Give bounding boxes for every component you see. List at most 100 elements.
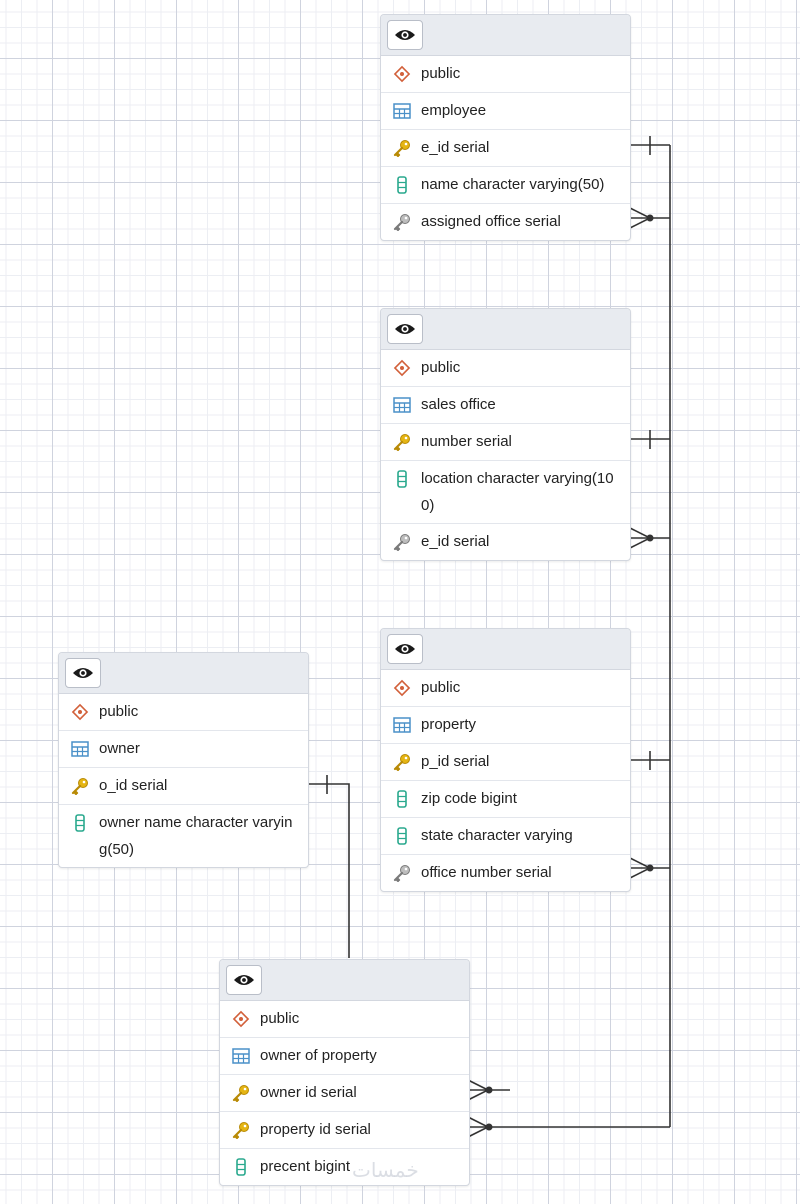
column-name: precent bigint [260,1158,351,1175]
table-icon [69,740,91,758]
eye-icon[interactable] [387,634,423,664]
column-row[interactable]: o_id serial [59,768,308,805]
schema-label: public [421,65,461,82]
crowfoot-dot [646,214,654,222]
primary-key-icon [230,1121,252,1139]
eye-icon[interactable] [387,314,423,344]
node-header [381,15,630,56]
column-name: number serial [421,433,512,450]
column-row[interactable]: state character varying [381,818,630,855]
primary-key-icon [391,139,413,157]
foreign-key-icon [391,533,413,551]
table-node-employee[interactable]: public employee e_id serial name charact… [380,14,631,241]
foreign-key-icon [391,864,413,882]
schema-label: public [421,679,461,696]
schema-row: public [381,350,630,387]
column-row[interactable]: owner name character varying(50) [59,805,308,867]
column-row[interactable]: location character varying(100) [381,461,630,524]
column-name: p_id serial [421,753,490,770]
primary-key-icon [391,433,413,451]
column-icon [391,470,413,488]
column-name: location character varying(100) [421,470,614,514]
schema-row: public [220,1001,469,1038]
crowfoot-dot [485,1123,493,1131]
table-name: owner [99,740,140,757]
table-name-row: employee [381,93,630,130]
table-name: sales office [421,396,496,413]
crowfoot-dot [646,534,654,542]
table-icon [391,396,413,414]
column-row[interactable]: e_id serial [381,524,630,560]
column-row[interactable]: owner id serial [220,1075,469,1112]
node-header [381,629,630,670]
eye-icon[interactable] [65,658,101,688]
table-node-sales-office[interactable]: public sales office number serial locati… [380,308,631,561]
table-name-row: sales office [381,387,630,424]
column-row[interactable]: assigned office serial [381,204,630,240]
column-row[interactable]: precent bigint [220,1149,469,1185]
link-owner-oid [308,783,350,958]
table-node-owner[interactable]: public owner o_id serial owner name char… [58,652,309,868]
crowfoot-dot [646,864,654,872]
column-row[interactable]: zip code bigint [381,781,630,818]
table-node-owner-of-property[interactable]: public owner of property owner id serial… [219,959,470,1186]
node-header [59,653,308,694]
column-name: assigned office serial [421,213,561,230]
column-name: owner name character varying(50) [99,814,293,858]
watermark-text: خمسات [352,1158,419,1182]
column-name: office number serial [421,864,552,881]
column-row[interactable]: name character varying(50) [381,167,630,204]
table-name-row: property [381,707,630,744]
table-name: property [421,716,477,733]
eye-icon[interactable] [226,965,262,995]
column-row[interactable]: e_id serial [381,130,630,167]
eye-icon[interactable] [387,20,423,50]
column-icon [391,176,413,194]
schema-label: public [421,359,461,376]
schema-diamond-icon [391,679,413,697]
table-node-property[interactable]: public property p_id serial zip code big… [380,628,631,892]
column-name: o_id serial [99,777,168,794]
primary-key-icon [230,1084,252,1102]
column-row[interactable]: p_id serial [381,744,630,781]
primary-key-icon [391,753,413,771]
schema-diamond-icon [230,1010,252,1028]
column-name: state character varying [421,827,573,844]
node-header [220,960,469,1001]
schema-diamond-icon [391,65,413,83]
foreign-key-icon [391,213,413,231]
schema-row: public [59,694,308,731]
node-header [381,309,630,350]
column-row[interactable]: number serial [381,424,630,461]
column-name: name character varying(50) [421,176,605,193]
table-icon [391,716,413,734]
column-name: e_id serial [421,533,490,550]
column-name: property id serial [260,1121,371,1138]
crowfoot [467,1079,490,1101]
table-icon [391,102,413,120]
table-name-row: owner [59,731,308,768]
column-icon [230,1158,252,1176]
crowfoot [467,1116,490,1138]
column-name: e_id serial [421,139,490,156]
crowfoot-dot [485,1086,493,1094]
primary-key-icon [69,777,91,795]
column-icon [391,827,413,845]
column-row[interactable]: office number serial [381,855,630,891]
column-name: owner id serial [260,1084,357,1101]
column-name: zip code bigint [421,790,517,807]
table-name-row: owner of property [220,1038,469,1075]
crowfoot [629,527,652,549]
schema-diamond-icon [391,359,413,377]
column-row[interactable]: property id serial [220,1112,469,1149]
schema-label: public [260,1010,300,1027]
table-icon [230,1047,252,1065]
column-icon [391,790,413,808]
column-icon [69,814,91,832]
schema-row: public [381,670,630,707]
schema-diamond-icon [69,703,91,721]
crowfoot [629,207,652,229]
table-name: owner of property [260,1047,377,1064]
crowfoot [629,857,652,879]
